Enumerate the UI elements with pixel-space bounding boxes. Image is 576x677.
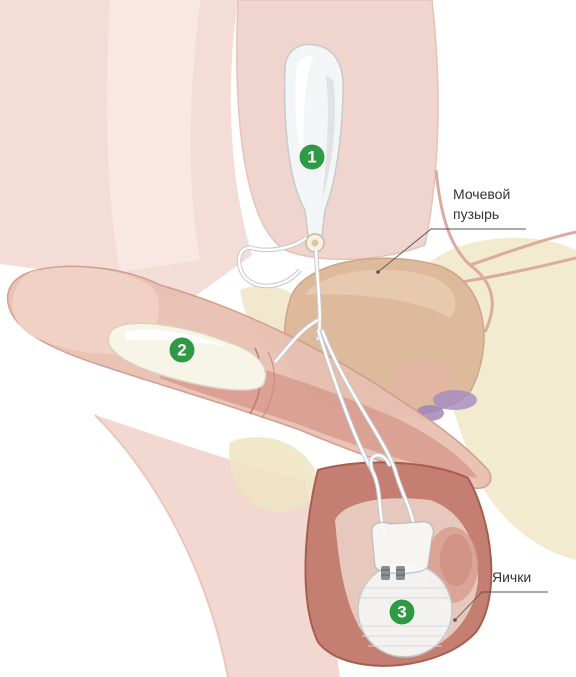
pump-valve-body [372, 522, 434, 574]
badge-number: 1 [307, 148, 316, 167]
seminal-vesicle-1 [433, 390, 477, 410]
pump-spring-right [396, 566, 405, 580]
reservoir-valve-center [312, 240, 319, 247]
badge-cylinder: 2 [169, 337, 195, 363]
badge-number: 2 [177, 341, 186, 360]
badge-reservoir: 1 [299, 144, 325, 170]
bladder-leader-dot [376, 270, 380, 274]
pump-spring-left [381, 566, 390, 580]
bladder-label-line1: Мочевой [453, 186, 510, 202]
testicles-leader-dot [453, 618, 457, 622]
testicles-label: Яички [492, 569, 531, 585]
badge-pump: 3 [389, 599, 415, 625]
abdomen-skin-highlight [107, 0, 200, 272]
bladder-label-line2: пузырь [453, 206, 499, 222]
badge-number: 3 [397, 603, 406, 622]
testicle-texture [440, 534, 472, 586]
